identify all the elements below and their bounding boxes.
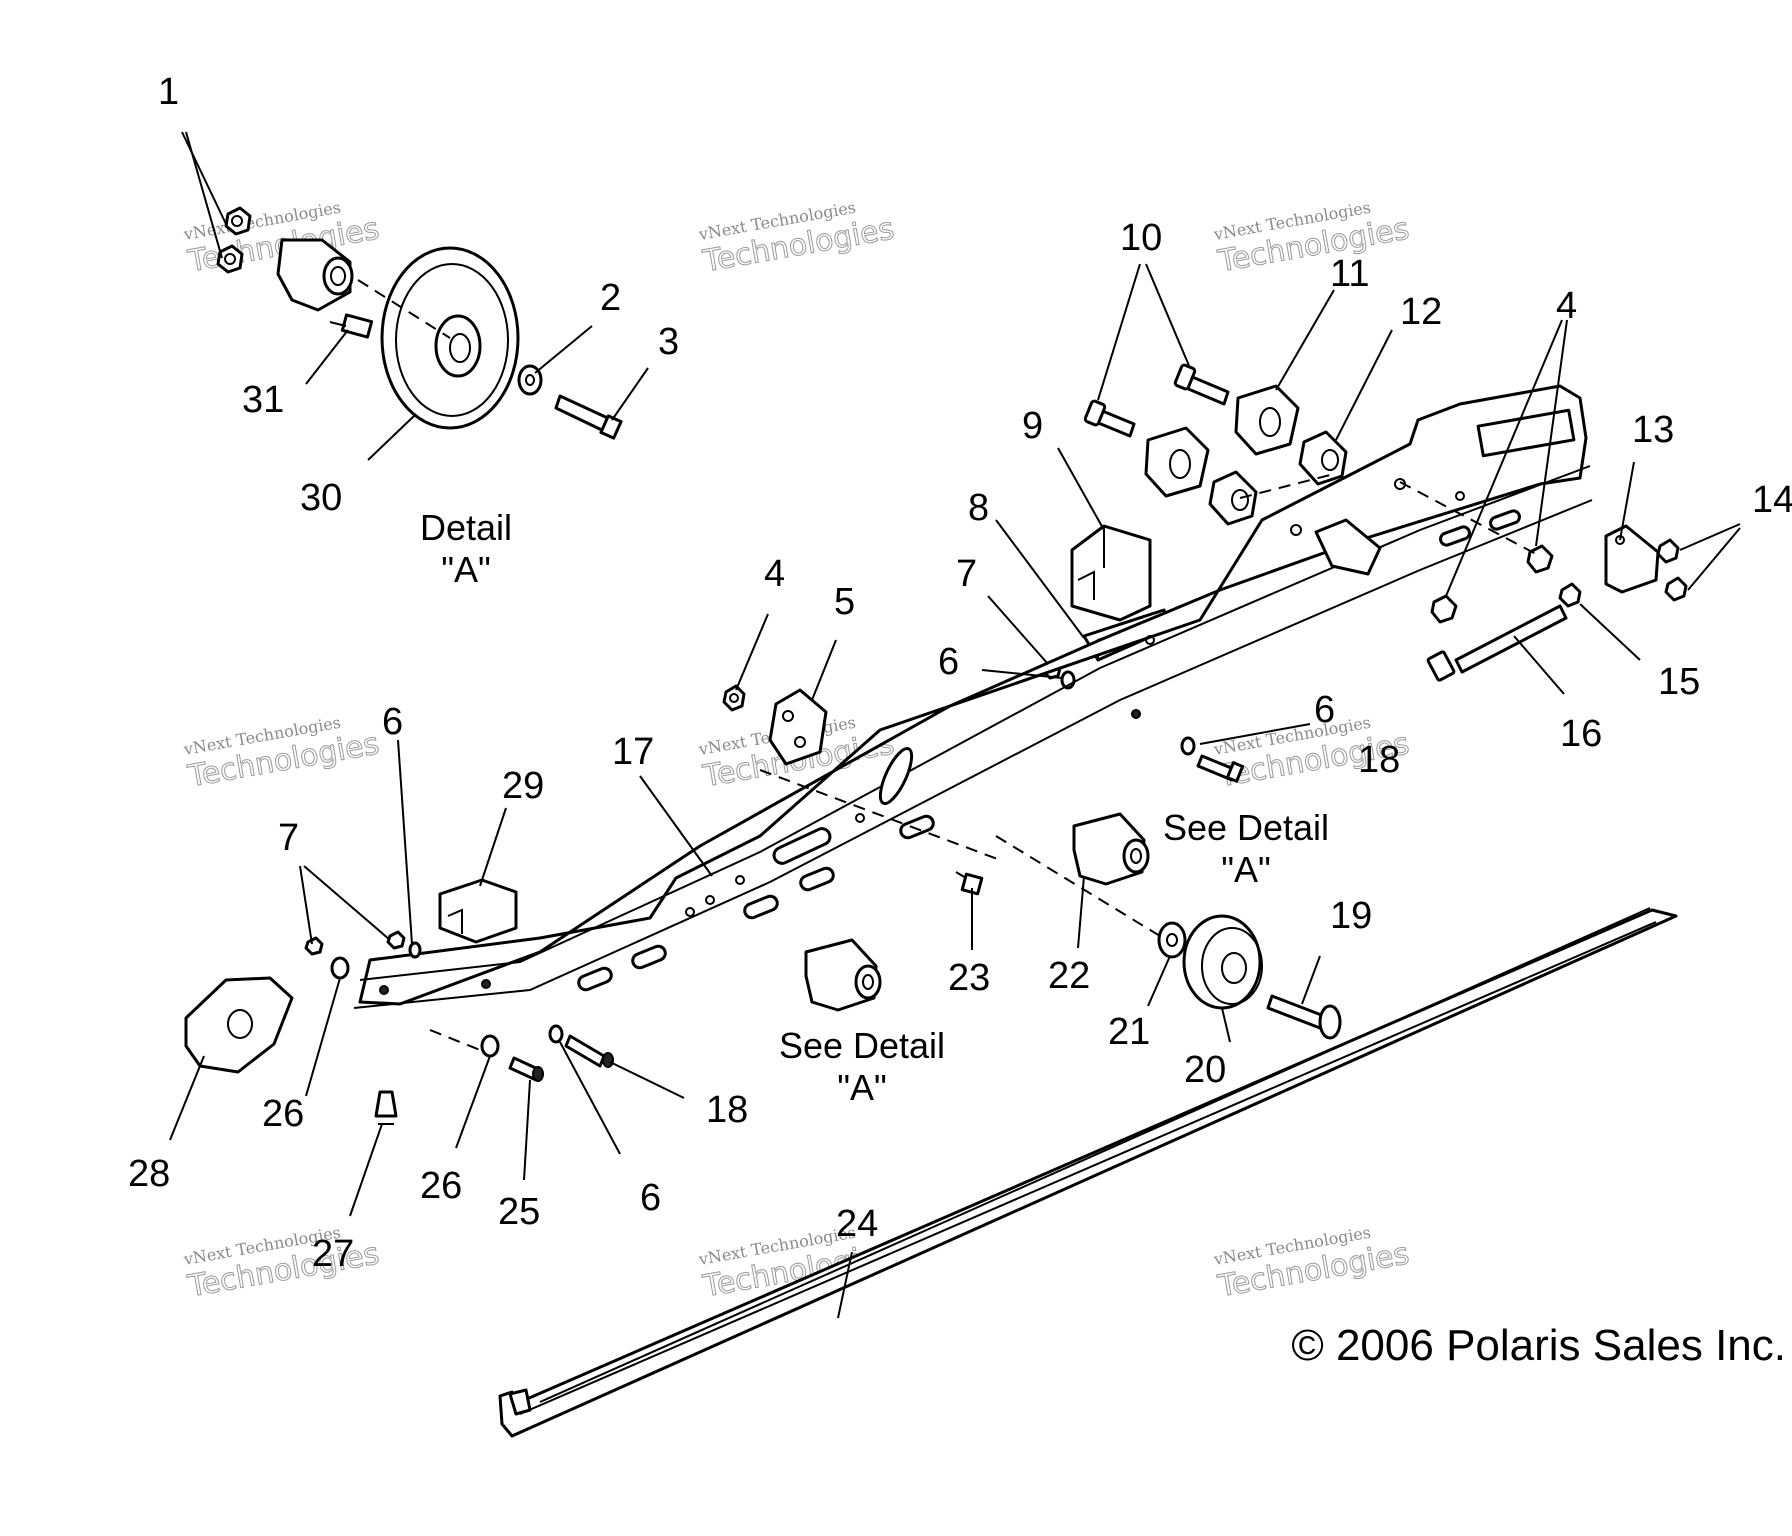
callout-16: 16 — [1560, 713, 1602, 755]
watermark: vNext Technologies Technologies — [1211, 198, 1412, 280]
part-block-9 — [1070, 524, 1152, 622]
part-nuts-14 — [1656, 538, 1688, 602]
callout-11: 11 — [1330, 253, 1369, 295]
part-rail-17 — [353, 384, 1593, 1009]
detail-a-title-line2: "A" — [441, 549, 491, 590]
part-idler-bracket-22 — [1072, 812, 1150, 886]
callout-25: 25 — [498, 1191, 540, 1233]
callout-9: 9 — [1022, 405, 1043, 447]
part-bushing-12 — [1208, 430, 1348, 526]
part-bolt-3 — [554, 394, 623, 440]
callout-6-bottom: 6 — [640, 1177, 661, 1219]
part-wheel-20 — [1182, 914, 1263, 1010]
see-detail-right: See Detail "A" — [1163, 807, 1329, 890]
watermark: vNext Technologies Technologies — [1211, 1223, 1412, 1305]
part-idler-bracket — [276, 238, 354, 312]
part-bolts-10 — [1083, 363, 1230, 438]
part-wear-strip-24 — [498, 907, 1678, 1438]
callout-6-right: 6 — [1314, 689, 1335, 731]
part-washer-6-bottom — [548, 1024, 564, 1044]
callout-14: 14 — [1752, 479, 1792, 521]
callout-29: 29 — [502, 765, 544, 807]
callout-12: 12 — [1400, 291, 1442, 333]
see-detail-right-line1: See Detail — [1163, 807, 1329, 848]
callout-30: 30 — [300, 477, 342, 519]
part-bracket-13 — [1604, 524, 1660, 594]
part-washer-6-left — [408, 941, 422, 959]
part-bolt-31 — [329, 313, 374, 339]
part-bracket-5 — [768, 688, 828, 766]
part-nuts-4-right — [1430, 544, 1554, 624]
callout-4-left: 4 — [764, 553, 785, 595]
callout-2: 2 — [600, 277, 621, 319]
callout-6-left: 6 — [382, 701, 403, 743]
part-washer-21 — [1157, 921, 1187, 959]
callout-13: 13 — [1632, 409, 1674, 451]
callout-8: 8 — [968, 487, 989, 529]
part-bolt-25 — [508, 1056, 544, 1082]
part-washer-6-right — [1180, 736, 1196, 756]
part-spacer-11 — [1144, 384, 1300, 498]
callout-18-bottom: 18 — [706, 1089, 748, 1131]
detail-a-title-line1: Detail — [420, 507, 512, 548]
part-screw-27 — [374, 1090, 398, 1125]
callout-26-bottom: 26 — [420, 1165, 462, 1207]
callout-22: 22 — [1048, 955, 1090, 997]
callout-5: 5 — [834, 581, 855, 623]
callout-26-left: 26 — [262, 1093, 304, 1135]
copyright-notice: © 2006 Polaris Sales Inc. — [1291, 1321, 1786, 1370]
part-nut-15 — [1558, 582, 1582, 608]
part-bolt-18-bottom — [564, 1034, 614, 1068]
callout-24: 24 — [836, 1203, 878, 1245]
part-bolt-23 — [955, 871, 984, 896]
callout-10: 10 — [1120, 217, 1162, 259]
callout-18-right: 18 — [1358, 739, 1400, 781]
callout-21: 21 — [1108, 1011, 1150, 1053]
callout-4-right: 4 — [1556, 285, 1577, 327]
callout-31: 31 — [242, 379, 284, 421]
callout-27: 27 — [312, 1233, 354, 1275]
leader-lines — [169, 131, 1741, 1319]
callout-15: 15 — [1658, 661, 1700, 703]
part-bolt-16 — [1426, 604, 1568, 682]
callout-7-mid: 7 — [956, 553, 977, 595]
callout-7-left: 7 — [278, 817, 299, 859]
see-detail-right-line2: "A" — [1221, 849, 1271, 890]
callout-6-mid: 6 — [938, 641, 959, 683]
callout-19: 19 — [1330, 895, 1372, 937]
callout-28: 28 — [128, 1153, 170, 1195]
callout-17: 17 — [612, 731, 654, 773]
part-nut-7-left — [304, 930, 406, 956]
callout-1: 1 — [158, 71, 179, 113]
part-bolt-18-right — [1196, 754, 1245, 783]
callouts: 1 2 3 4 4 5 6 6 6 6 7 7 8 9 10 11 12 13 … — [128, 71, 1792, 1275]
callout-3: 3 — [658, 321, 679, 363]
callout-20: 20 — [1184, 1049, 1226, 1091]
part-bolt-19 — [1266, 994, 1342, 1040]
see-detail-bottom-line2: "A" — [837, 1067, 887, 1108]
part-nut-4-left — [722, 684, 746, 712]
part-nuts-1 — [216, 206, 252, 274]
part-idler-bracket-lower — [804, 938, 882, 1012]
watermark: vNext Technologies Technologies — [696, 198, 897, 280]
see-detail-bottom-line1: See Detail — [779, 1025, 945, 1066]
part-block-29 — [438, 878, 518, 944]
part-bumper-28 — [184, 976, 294, 1074]
watermark: vNext Technologies Technologies — [181, 713, 382, 795]
see-detail-bottom: See Detail "A" — [779, 1025, 945, 1108]
detail-a-caption: Detail "A" — [420, 507, 512, 590]
callout-23: 23 — [948, 957, 990, 999]
